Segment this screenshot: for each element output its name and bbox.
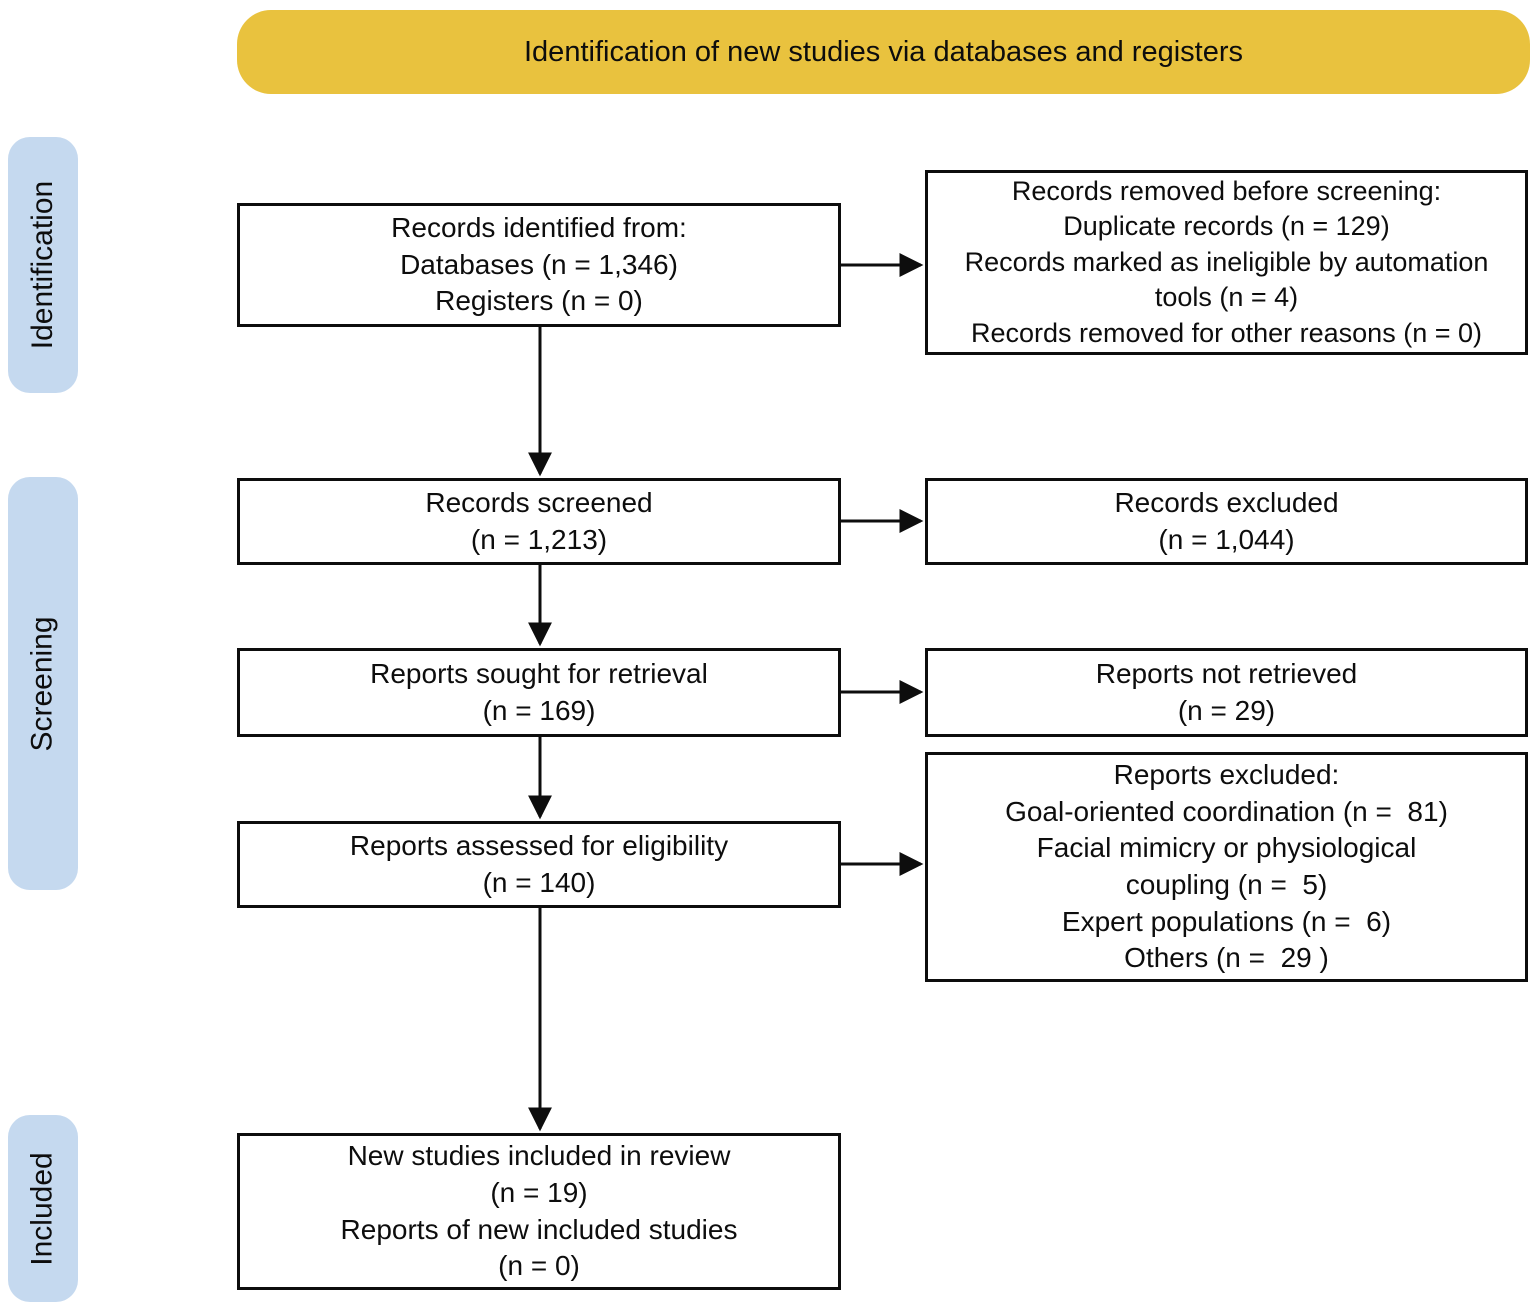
box-records-identified: Records identified from: Databases (n = …: [237, 203, 841, 327]
stage-bar-identification: Identification: [8, 137, 78, 393]
stage-bar-included: Included: [8, 1115, 78, 1302]
box-records-excluded: Records excluded (n = 1,044): [925, 478, 1528, 565]
stage-bar-screening: Screening: [8, 477, 78, 890]
stage-label-screening: Screening: [26, 615, 59, 752]
box-new-studies-included: New studies included in review (n = 19) …: [237, 1133, 841, 1290]
box-reports-excluded: Reports excluded: Goal-oriented coordina…: [925, 752, 1528, 982]
banner-title: Identification of new studies via databa…: [237, 10, 1530, 94]
box-reports-not-retrieved: Reports not retrieved (n = 29): [925, 648, 1528, 737]
box-reports-assessed-for-eligibility: Reports assessed for eligibility (n = 14…: [237, 821, 841, 908]
stage-label-included: Included: [26, 1151, 59, 1266]
box-reports-sought-for-retrieval: Reports sought for retrieval (n = 169): [237, 648, 841, 737]
box-records-screened: Records screened (n = 1,213): [237, 478, 841, 565]
stage-label-identification: Identification: [26, 180, 60, 350]
box-records-removed-before-screening: Records removed before screening: Duplic…: [925, 170, 1528, 355]
